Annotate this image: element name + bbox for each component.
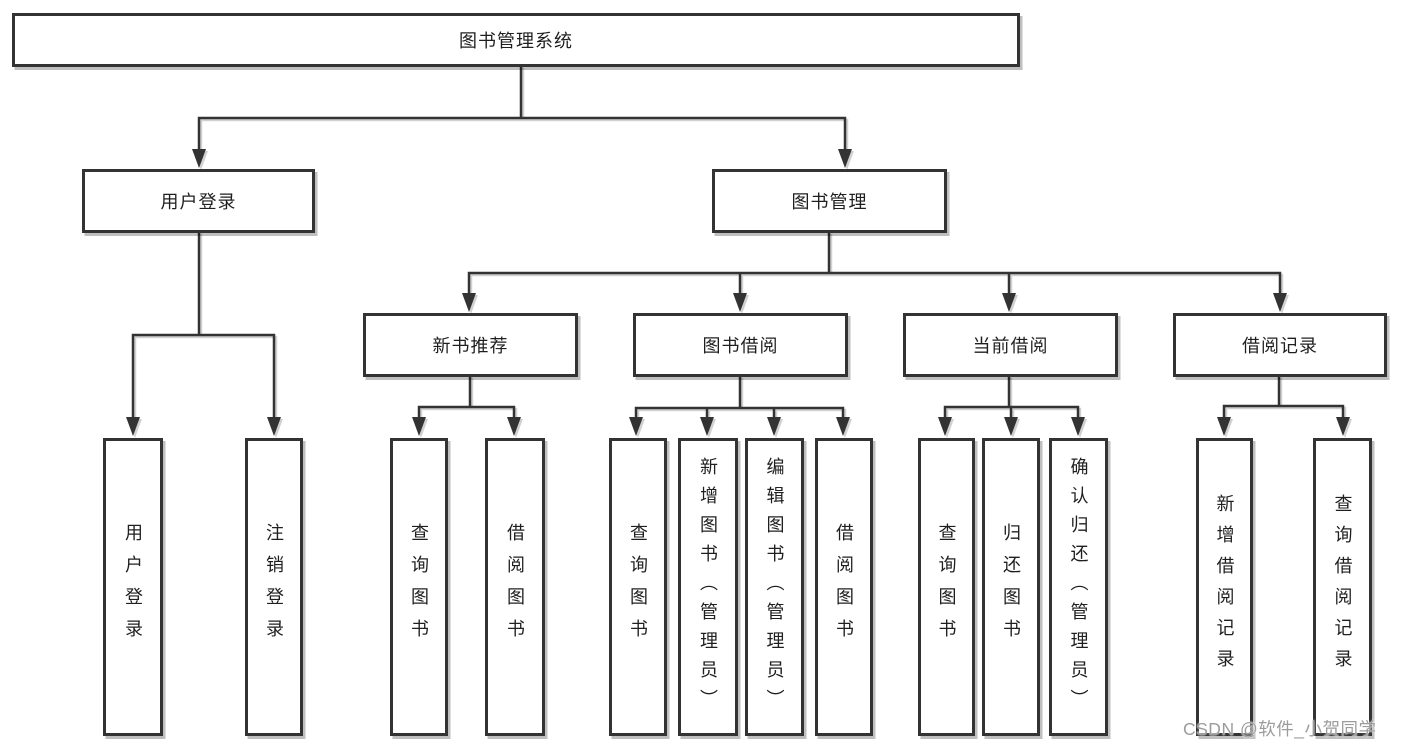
leaf-logout: 注销登录 [245, 438, 303, 736]
node-borrow-record: 借阅记录 [1173, 313, 1387, 377]
node-new-book-recommend: 新书推荐 [363, 313, 578, 377]
leaf-current-query: 查询图书 [918, 438, 975, 736]
node-book-management: 图书管理 [712, 169, 947, 233]
leaf-logout-label: 注销登录 [264, 523, 284, 651]
node-book-borrow: 图书借阅 [633, 313, 848, 377]
leaf-record-query: 查询借阅记录 [1313, 438, 1372, 736]
node-root-label: 图书管理系统 [459, 31, 573, 51]
leaf-current-return: 归还图书 [982, 438, 1040, 736]
leaf-borrow-add: 新增图书（管理员） [678, 438, 738, 736]
leaf-record-query-label: 查询借阅记录 [1332, 494, 1353, 680]
leaf-current-query-label: 查询图书 [936, 523, 957, 651]
leaf-current-confirm-label: 确认归还（管理员） [1068, 456, 1089, 718]
leaf-borrow-query: 查询图书 [609, 438, 667, 736]
leaf-record-add-label: 新增借阅记录 [1214, 494, 1235, 680]
node-root: 图书管理系统 [12, 13, 1020, 67]
node-current-borrow: 当前借阅 [903, 313, 1118, 377]
leaf-borrow-query-label: 查询图书 [628, 523, 648, 651]
node-book-borrow-label: 图书借阅 [702, 336, 779, 356]
node-book-management-label: 图书管理 [791, 192, 868, 212]
leaf-borrow-edit-label: 编辑图书（管理员） [764, 456, 785, 718]
watermark: CSDN @软件_小贺同学 [1183, 719, 1377, 739]
node-current-borrow-label: 当前借阅 [972, 336, 1049, 356]
leaf-borrow-borrow: 借阅图书 [815, 438, 873, 736]
leaf-newbook-borrow-label: 借阅图书 [505, 523, 525, 651]
leaf-newbook-borrow: 借阅图书 [485, 438, 545, 736]
node-borrow-record-label: 借阅记录 [1242, 336, 1318, 356]
leaf-borrow-add-label: 新增图书（管理员） [698, 456, 718, 718]
leaf-user-login: 用户登录 [103, 438, 163, 736]
leaf-record-add: 新增借阅记录 [1196, 438, 1253, 736]
leaf-borrow-edit: 编辑图书（管理员） [745, 438, 804, 736]
leaf-borrow-borrow-label: 借阅图书 [834, 523, 854, 651]
leaf-current-return-label: 归还图书 [1001, 523, 1021, 651]
leaf-newbook-query-label: 查询图书 [409, 523, 429, 651]
leaf-newbook-query: 查询图书 [390, 438, 448, 736]
node-user-login: 用户登录 [82, 169, 315, 233]
node-new-book-recommend-label: 新书推荐 [432, 336, 509, 356]
leaf-current-confirm: 确认归还（管理员） [1049, 438, 1108, 736]
node-user-login-label: 用户登录 [160, 192, 237, 212]
leaf-user-login-label: 用户登录 [123, 523, 143, 651]
